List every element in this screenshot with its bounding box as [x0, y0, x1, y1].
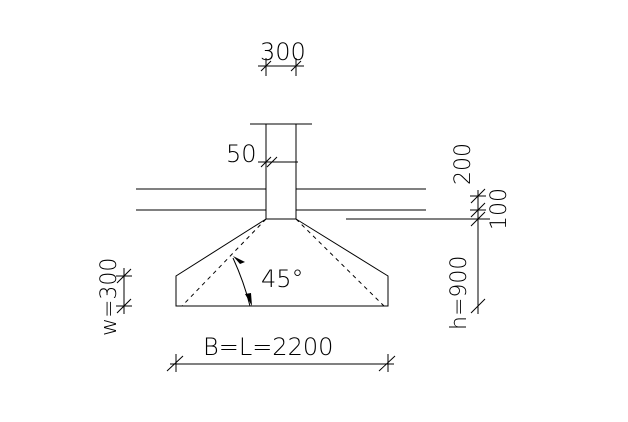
- angle-arrowhead-top: [233, 256, 245, 264]
- dim-100-label: 100: [487, 188, 512, 230]
- dim-right-tick-100a: [470, 202, 486, 218]
- dim-right-tick-100b: [470, 211, 486, 227]
- cover-label: 50: [226, 140, 257, 168]
- dim-50-tick-2: [266, 156, 278, 168]
- dim-50-tick-1: [260, 156, 272, 168]
- angle-arc: [232, 257, 251, 307]
- column-width-label: 300: [260, 38, 306, 66]
- angle-arrowhead-bottom: [245, 293, 252, 306]
- dim-right-tick-200: [470, 188, 486, 204]
- dashed-45-line-right: [295, 218, 385, 307]
- angle-label: 45°: [261, 265, 304, 293]
- dim-base-tick-right: [378, 355, 396, 372]
- base-label: B=L=2200: [203, 333, 333, 361]
- dim-w-tick-bottom: [116, 298, 132, 314]
- dim-right-tick-bottom: [470, 298, 486, 314]
- dim-w-tick-top: [116, 268, 132, 284]
- dim-300-tick-right: [290, 60, 302, 72]
- dim-300-tick-left: [260, 60, 272, 72]
- footing-outline: [175, 218, 389, 307]
- dim-200-label: 200: [451, 143, 476, 185]
- w-label: w=300: [97, 258, 122, 336]
- dashed-45-line-left: [181, 218, 267, 307]
- dim-base-tick-left: [166, 355, 184, 372]
- h-label: h=900: [447, 256, 472, 330]
